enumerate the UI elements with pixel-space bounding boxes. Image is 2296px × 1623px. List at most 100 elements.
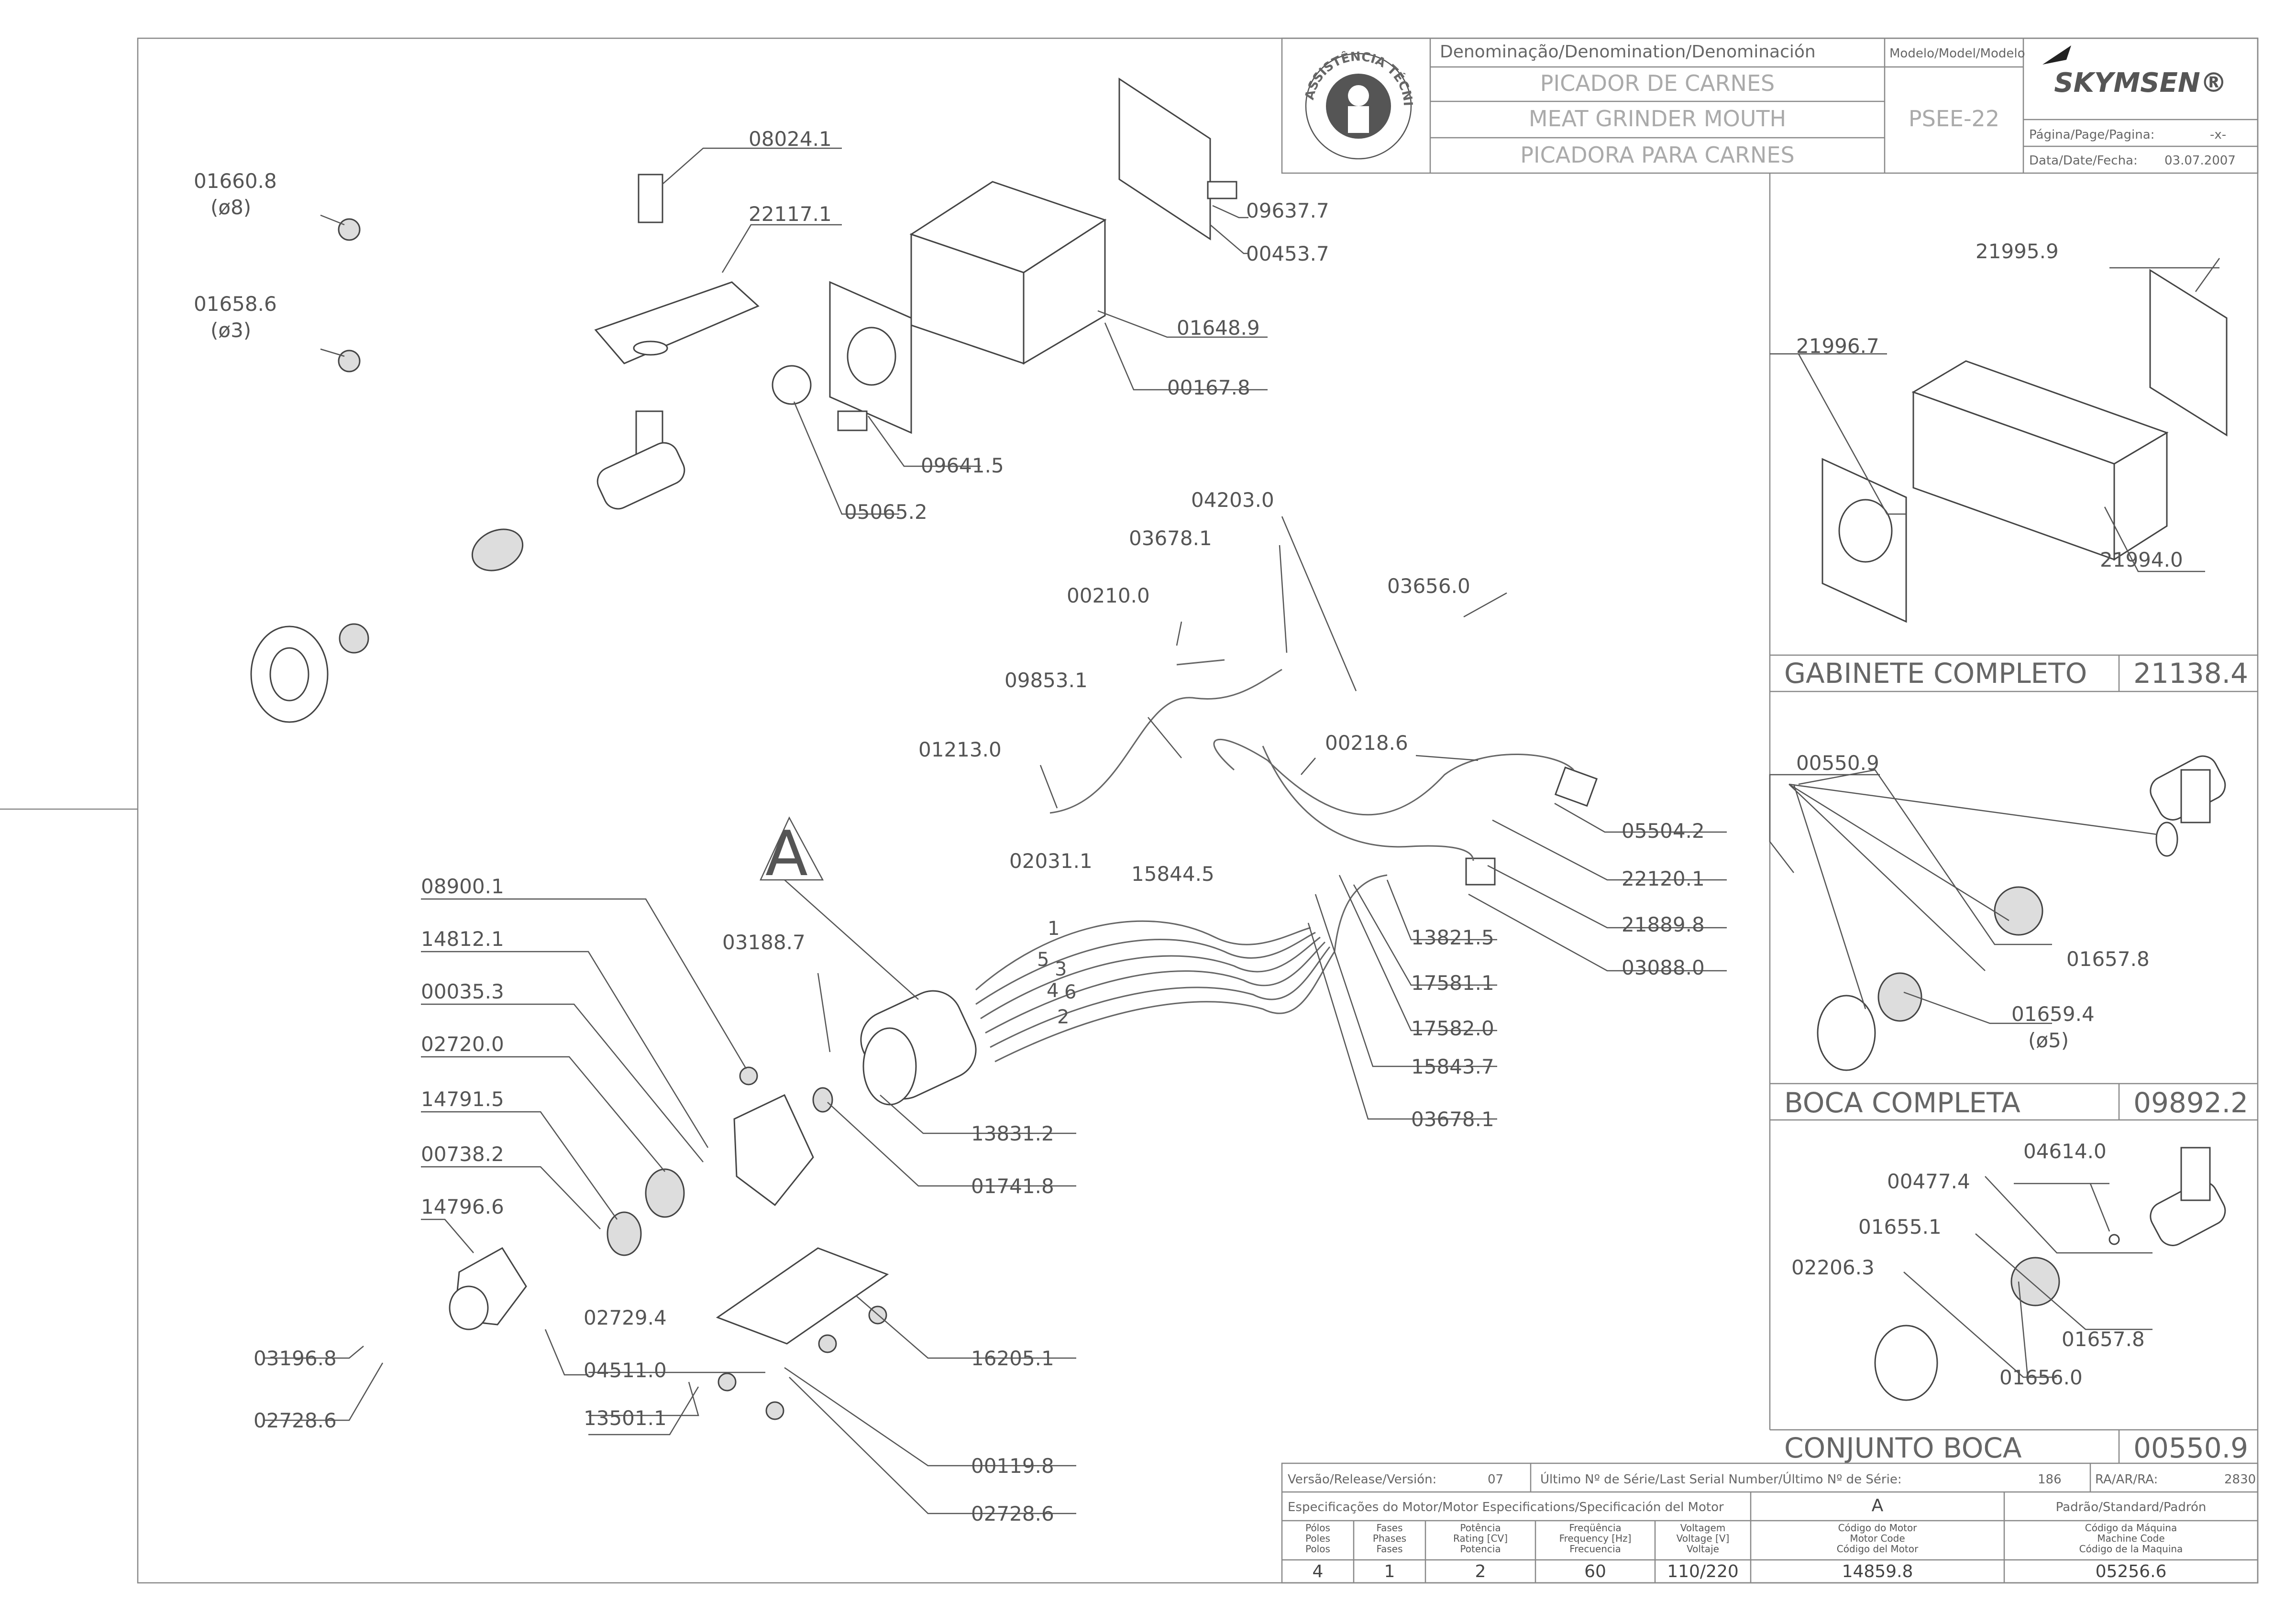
part-label: 01659.4 [2011,1002,2095,1026]
spec-column-label: Rating [CV] [1453,1533,1508,1544]
spec-column-label: Código del Motor [1837,1543,1919,1555]
part-label: 00550.9 [1796,751,1879,775]
part-label: 03196.8 [254,1347,337,1370]
spec-column-label: Phases [1373,1533,1406,1544]
wire-number: 6 [1064,981,1076,1003]
svg-text:ASSISTÊNCIA TÉCNICA AUTORIZADA: ASSISTÊNCIA TÉCNICA AUTORIZADA [0,0,1415,107]
wire-number: 4 [1047,980,1059,1002]
part-label: 00477.4 [1887,1170,1970,1193]
spec-column-label: Poles [1305,1533,1330,1544]
part-label: 03678.1 [1129,526,1212,550]
motor-spec-table: Versão/Release/Versión: 07 Último Nº de … [1281,1462,2259,1584]
part-label: (ø3) [210,318,251,342]
part-label: 01657.8 [2062,1327,2145,1351]
wire-number: 2 [1057,1006,1069,1028]
ra-label: RA/AR/RA: [2095,1472,2158,1487]
brand-logo: SKYMSEN® [2054,67,2227,99]
gabinete-label: GABINETE COMPLETO [1784,657,2087,690]
spec-column-value: 4 [1313,1562,1324,1581]
spec-column-label: Fases [1376,1522,1402,1534]
spec-column-label: Voltage [V] [1677,1533,1730,1544]
spec-column-label: Freqüência [1569,1522,1621,1534]
spec-column-value: 2 [1475,1562,1486,1581]
part-label: 00453.7 [1246,242,1329,265]
part-label: 21996.7 [1796,334,1879,358]
part-label: 16205.1 [971,1347,1054,1370]
wire-number: 3 [1055,958,1067,980]
spec-column-label: Machine Code [2097,1533,2164,1544]
part-label: 08900.1 [421,875,504,898]
conjunto-drawing [1874,1147,2226,1401]
part-label: 00210.0 [1067,584,1150,607]
part-label: 01658.6 [194,292,277,316]
wire-numbers: 1 5 3 4 6 2 [1037,918,1076,1028]
part-label: 02728.6 [971,1502,1054,1525]
page-label: Página/Page/Pagina: [2029,128,2154,142]
gabinete-drawing [1821,269,2228,623]
part-label: 02031.1 [1009,849,1093,873]
part-label: 13501.1 [584,1406,667,1430]
part-label: 21994.0 [2100,548,2183,571]
spec-column-value: 60 [1584,1562,1606,1581]
ra-value: 2830 [2224,1472,2256,1487]
motor-spec-label: Especificações do Motor/Motor Especifica… [1288,1500,1724,1514]
part-label: 02729.4 [584,1306,667,1329]
wire-number: 1 [1048,918,1060,940]
spec-column-label: Pólos [1305,1522,1330,1534]
serial-value: 186 [2038,1472,2062,1487]
spec-column-label: Frecuencia [1569,1543,1621,1555]
part-label: 13821.5 [1411,926,1494,949]
part-label: 13831.2 [971,1122,1054,1145]
spec-column-label: Voltaje [1687,1543,1719,1555]
spec-column-value: 14859.8 [1842,1562,1913,1581]
part-label: 02728.6 [254,1409,337,1432]
spec-column-label: Polos [1305,1543,1330,1555]
right-panels: GABINETE COMPLETO 21138.4 BOCA COMPLETA … [1769,173,2258,1464]
part-label: 04614.0 [2023,1140,2107,1163]
denomination-label: Denominação/Denomination/Denominación [1440,42,1816,62]
part-label: 01741.8 [971,1174,1054,1198]
detail-marker: A [765,817,808,890]
spec-column-label: Código do Motor [1838,1522,1918,1534]
part-label: (ø5) [2028,1029,2069,1052]
part-label: 00167.8 [1167,376,1250,399]
page-value: -x- [2210,128,2226,142]
part-label: 00119.8 [971,1454,1054,1478]
wire-number: 5 [1037,949,1049,971]
part-label: 01656.0 [1999,1366,2083,1389]
part-label: 01648.9 [1177,316,1260,340]
name-en: MEAT GRINDER MOUTH [1529,106,1786,132]
model-label: Modelo/Model/Modelo [1889,46,2025,61]
serial-label: Último Nº de Série/Last Serial Number/Úl… [1540,1471,1902,1487]
part-label: 05065.2 [844,500,927,524]
part-label: 02206.3 [1791,1256,1875,1279]
spec-column-label: Código da Máquina [2085,1522,2177,1534]
spec-column-label: Frequency [Hz] [1559,1533,1632,1544]
part-label: 22120.1 [1622,867,1705,890]
date-label: Data/Date/Fecha: [2029,154,2138,168]
part-label: 22117.1 [749,202,832,226]
version-value: 07 [1488,1472,1503,1487]
name-es: PICADORA PARA CARNES [1520,142,1794,168]
part-label: 09853.1 [1004,669,1088,692]
conjunto-label: CONJUNTO BOCA [1784,1432,2022,1464]
part-label: 15844.5 [1131,862,1214,886]
part-label: 03656.0 [1387,574,1470,598]
spec-column-label: Código de la Maquina [2079,1543,2183,1555]
boca-drawing [1817,755,2226,1071]
part-label: 03088.0 [1622,956,1705,979]
part-label: 21995.9 [1976,240,2059,263]
part-label: 00738.2 [421,1142,504,1166]
part-label: 03188.7 [722,931,806,954]
part-label: 03678.1 [1411,1108,1494,1131]
boca-code: 09892.2 [2133,1086,2248,1119]
seal-text: ASSISTÊNCIA TÉCNICA AUTORIZADA [0,0,1415,107]
part-label: 00035.3 [421,980,504,1003]
part-label: 14796.6 [421,1195,504,1218]
part-label: (ø8) [210,196,251,219]
spec-column-label: Fases [1376,1543,1402,1555]
part-label: 01655.1 [1858,1215,1942,1239]
part-label: 04511.0 [584,1359,667,1382]
part-label: 21889.8 [1622,913,1705,936]
